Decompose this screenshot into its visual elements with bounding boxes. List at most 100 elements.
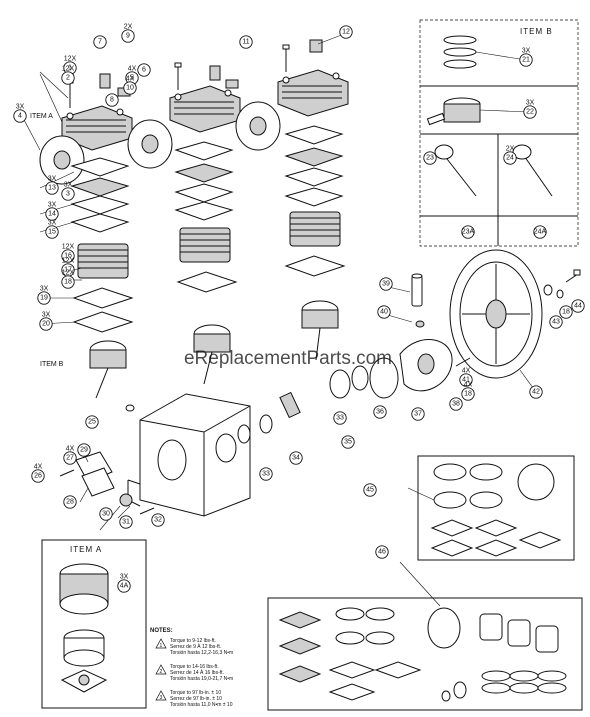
item-b-box: ITEM B [419,19,579,247]
callout-c29: 29 [77,443,91,457]
note-1-line-3: Torsión hasta 12,2-16,3 N•m [170,650,233,656]
callout-quantity: 3X [48,176,57,183]
callout-circle [13,109,27,123]
callout-circle [449,397,463,411]
callout-circle [123,81,137,95]
crankshaft [237,357,399,444]
callout-c36: 36 [373,405,387,419]
note-3-line-2: Serrez de 97 lb-in. ± 10 [170,696,222,702]
callout-number: 24A [534,229,547,236]
callout-circle [549,315,563,329]
callout-circle [45,181,59,195]
callout-circle [529,385,543,399]
note-1-line-1: Torque to 9-12 lbs-ft. [170,638,216,644]
callout-c46: 46 [375,545,389,559]
callout-number: 8 [110,97,114,104]
cylinders [77,211,341,279]
callout-quantity: 12X [62,244,75,251]
cylinder-head-center [169,85,241,133]
callout-c24a: 24A [533,225,547,239]
callout-number: 25 [88,419,96,426]
callout-number: 2 [66,75,70,82]
callout-circle [333,411,347,425]
callout-quantity: 3X [64,182,73,189]
callout-circle [121,29,135,43]
callout-quantity: 12X [62,258,75,265]
callout-circle [559,305,573,319]
callout-c11: 11 [239,35,253,49]
callout-number: 42 [532,389,540,396]
callout-c34: 34 [289,451,303,465]
callout-number: 34 [292,455,300,462]
note-1-symbol: 1 [160,643,163,649]
callout-circle [63,451,77,465]
callout-number: 3 [66,191,70,198]
callout-circle [341,435,355,449]
callout-c31: 31 [119,515,133,529]
item-a-box-title: ITEM A [70,545,102,554]
callout-circle [373,405,387,419]
callout-quantity: 12X [64,56,77,63]
callout-number: 6 [142,67,146,74]
side-cover [59,404,155,515]
callout-c18b: 18 [559,305,573,319]
callout-number: 29 [80,447,88,454]
callout-c9: 92X [121,24,135,43]
callout-c39: 39 [379,277,393,291]
callout-number: 1 [68,65,72,72]
note-2-line-3: Torsión hasta 19,0-21,7 N•m [170,676,233,682]
callout-circle [85,415,99,429]
overhaul-kit-box [267,597,583,711]
callout-circle [259,467,273,481]
callout-number: 30 [102,511,110,518]
callout-circle [37,291,51,305]
callout-number: 46 [378,549,386,556]
callout-circle [61,71,75,85]
bearing-carrier [399,339,453,392]
callout-number: 15 [48,229,56,236]
callout-circle [363,483,377,497]
callout-c25: 25 [85,415,99,429]
callout-quantity: 4X [126,76,135,83]
callout-circle [63,495,77,509]
callout-circle [461,225,475,239]
callout-quantity: 3X [120,574,129,581]
note-3-line-3: Torsión hasta 11,0 N•m ± 10 [170,702,233,708]
callout-circle [571,299,585,313]
callout-c8: 8 [105,93,119,107]
callout-number: 26 [34,473,42,480]
callout-number: 43 [552,319,560,326]
callout-number: 33 [262,471,270,478]
callout-number: 13 [48,185,56,192]
note-1: 1 Torque to 9-12 lbs-ft. Serrez de 9 À 1… [155,638,233,656]
note-3: 3 Torque to 97 lb-in. ± 10 Serrez de 97 … [155,690,233,708]
item-b-box-title: ITEM B [520,27,553,36]
callout-circle [411,407,425,421]
callout-circle [61,187,75,201]
callout-c40: 40 [377,305,391,319]
leader-lines [21,33,537,607]
callout-c44: 44 [571,299,585,313]
callout-number: 19 [40,295,48,302]
callout-circle [151,513,165,527]
callout-number: 7 [98,39,102,46]
callout-circle [377,305,391,319]
callout-circle [45,207,59,221]
item-b-label: ITEM B [40,361,64,368]
callout-circle [61,249,75,263]
callout-c28: 28 [63,495,77,509]
callout-number: 10 [126,85,134,92]
